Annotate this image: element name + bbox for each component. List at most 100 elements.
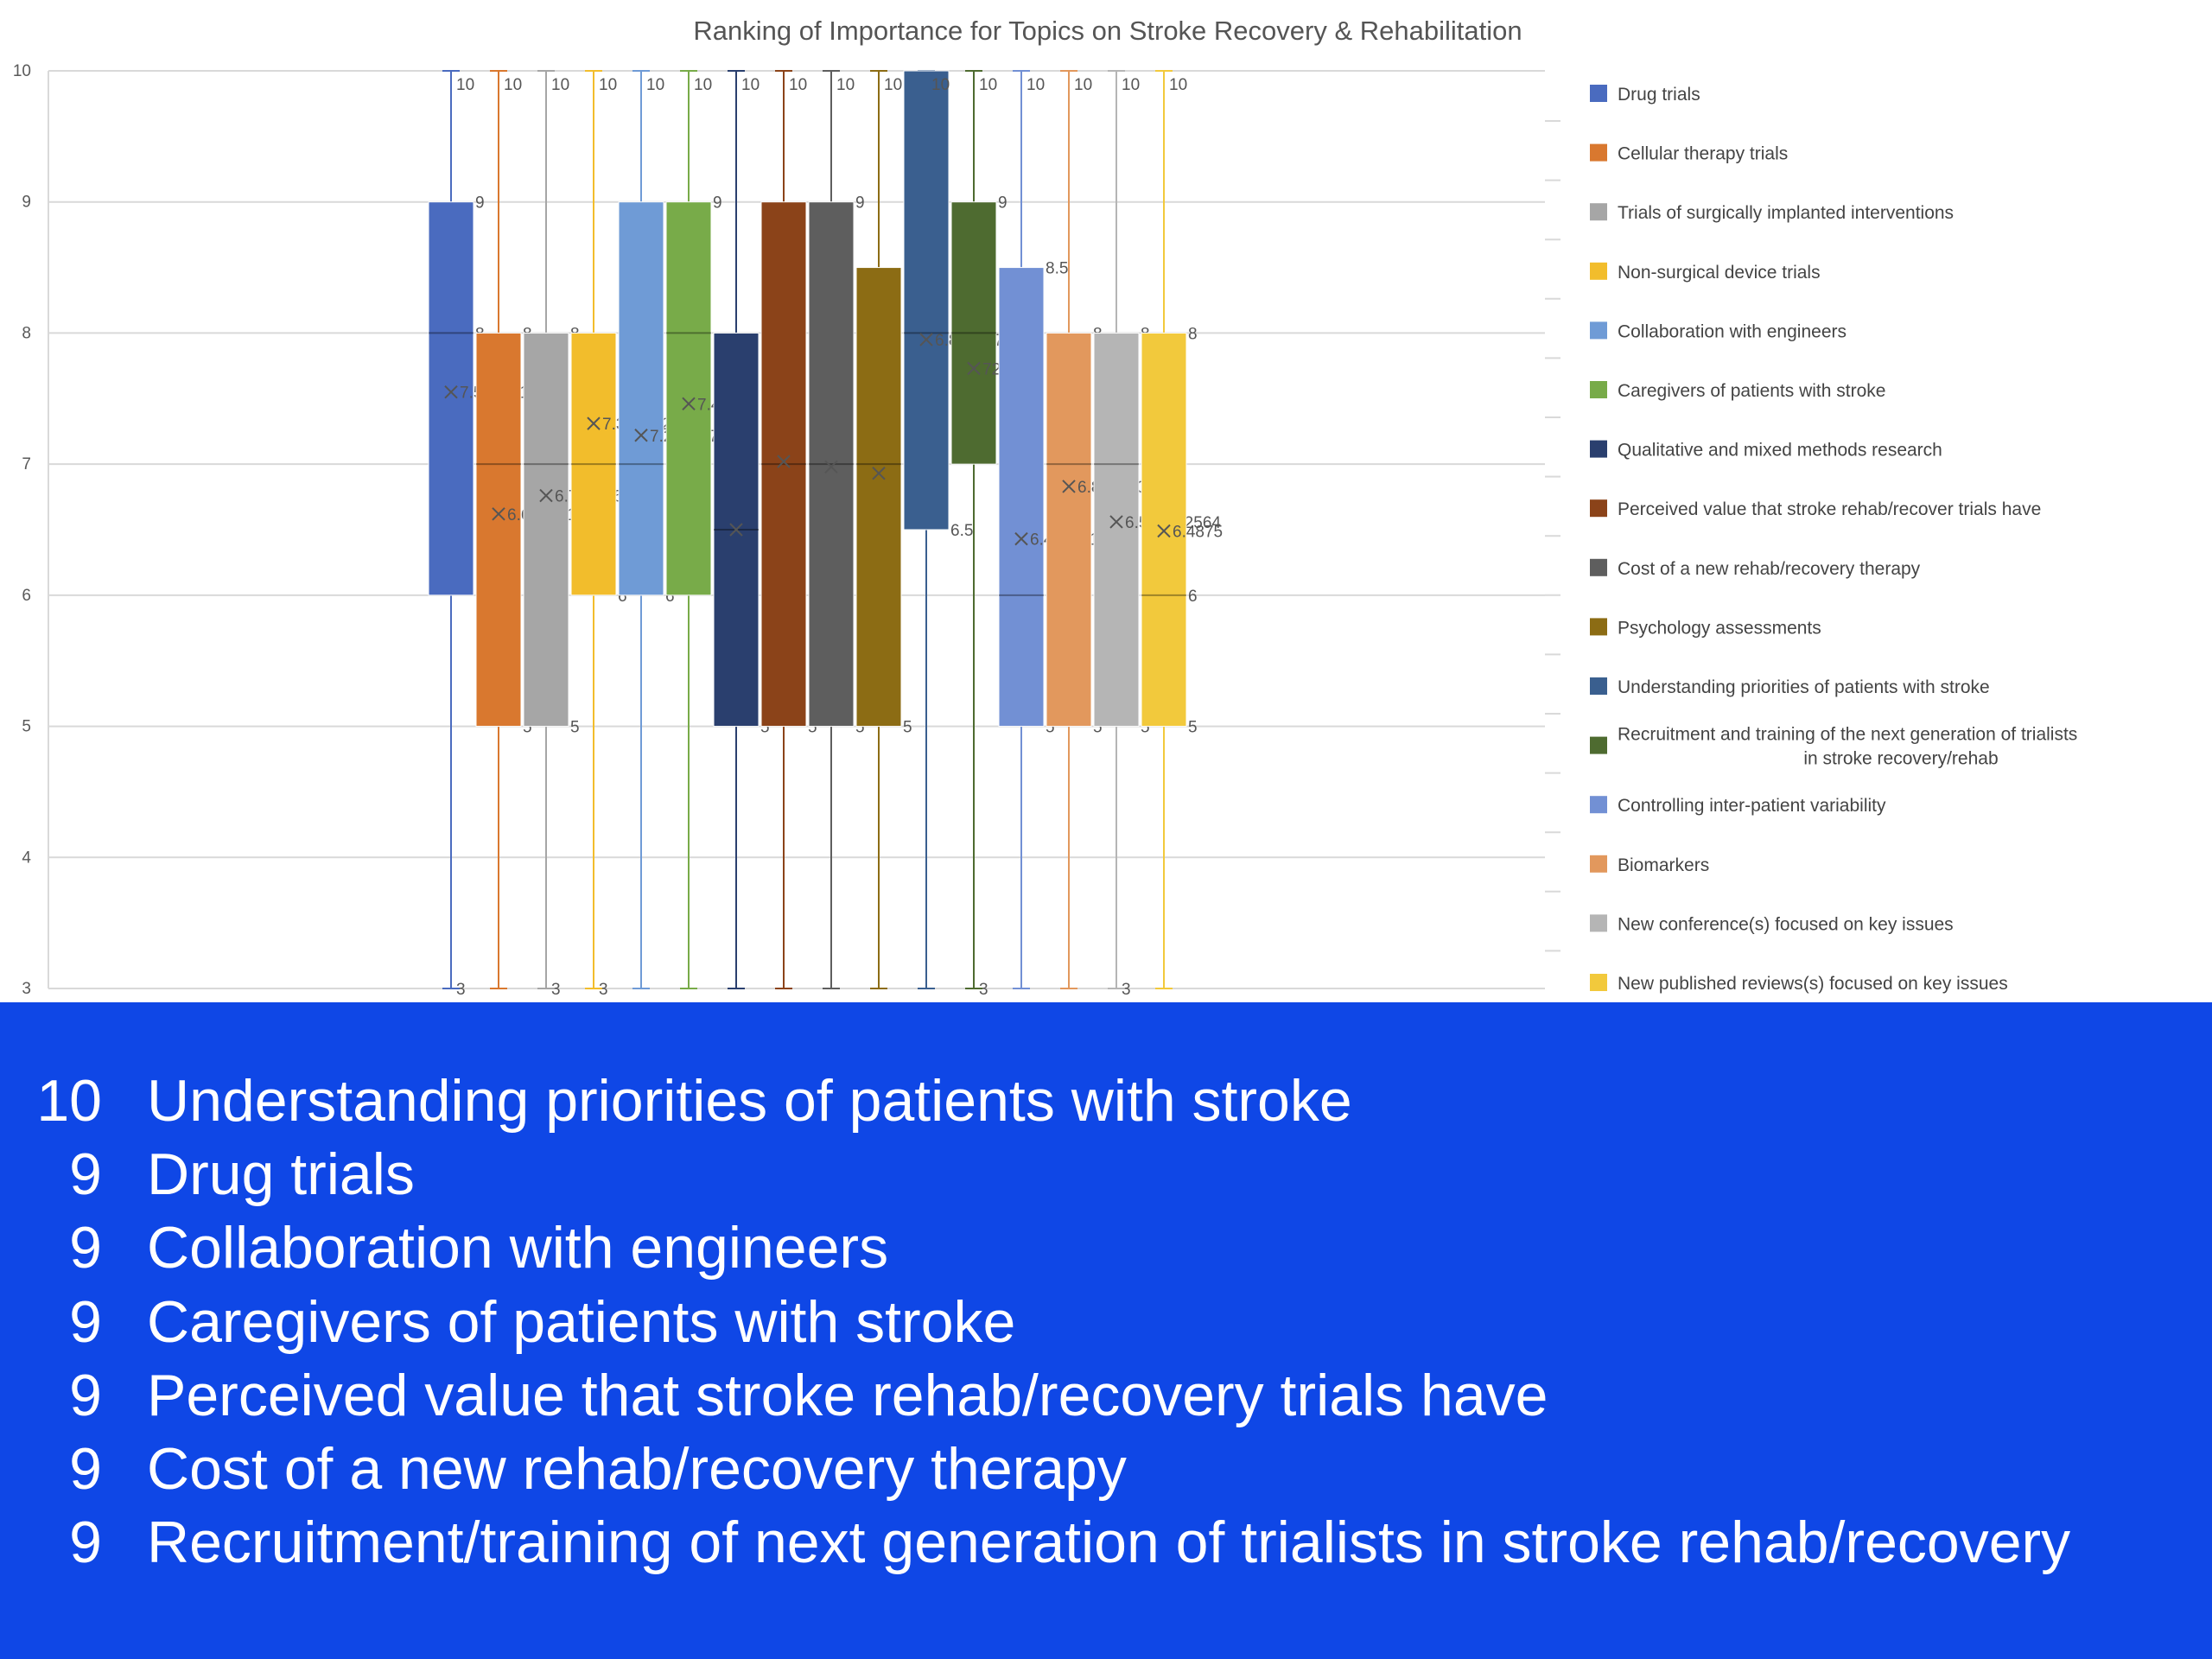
summary-topic: Collaboration with engineers <box>147 1215 889 1281</box>
data-label-q3: 9 <box>713 194 722 213</box>
y-tick-label: 6 <box>22 587 31 605</box>
mean-marker <box>1109 515 1123 529</box>
summary-score: 9 <box>69 1141 102 1207</box>
mean-marker <box>634 429 648 442</box>
legend-swatch <box>1590 736 1607 754</box>
data-label-median: 6 <box>1188 588 1198 606</box>
legend-label: Non-surgical device trials <box>1618 263 1821 283</box>
data-label-max: 10 <box>646 76 664 94</box>
legend-swatch <box>1590 321 1607 340</box>
box <box>855 267 902 728</box>
mean-marker <box>729 523 743 537</box>
summary-topic: Perceived value that stroke rehab/recove… <box>147 1363 1548 1428</box>
data-label-mean: 6.4875 <box>1173 524 1223 542</box>
data-label-q1: 6 <box>665 588 675 606</box>
data-label-q1: 5 <box>855 719 865 737</box>
summary-topic: Cost of a new rehab/recovery therapy <box>147 1436 1127 1502</box>
data-label-q3: 8.5 <box>1046 260 1068 278</box>
mean-marker <box>1157 524 1171 538</box>
data-label-max: 10 <box>1074 76 1092 94</box>
y-tick-label: 7 <box>22 455 31 474</box>
summary-score: 9 <box>69 1289 102 1355</box>
summary-score: 9 <box>69 1363 102 1428</box>
data-label-q3: 8 <box>1188 325 1198 343</box>
legend-swatch <box>1590 558 1607 576</box>
y-tick-label: 9 <box>22 194 31 212</box>
box <box>570 332 617 596</box>
summary-score: 9 <box>69 1436 102 1502</box>
summary-topic: Caregivers of patients with stroke <box>147 1289 1016 1355</box>
data-label-max: 10 <box>504 76 522 94</box>
data-label-min: 3 <box>551 981 561 999</box>
legend-label: New published reviews(s) focused on key … <box>1618 974 2008 994</box>
box <box>760 201 807 728</box>
legend-label: Biomarkers <box>1618 855 1709 875</box>
mean-marker <box>919 333 933 346</box>
data-label-max: 10 <box>931 76 950 94</box>
legend-swatch <box>1590 618 1607 636</box>
data-label-q1: 5 <box>523 719 532 737</box>
data-label-q3: 9 <box>998 194 1007 213</box>
data-label-min: 3 <box>979 981 988 999</box>
legend-label: Psychology assessments <box>1618 618 1821 638</box>
y-tick-label: 4 <box>22 849 31 867</box>
legend-swatch <box>1590 143 1607 162</box>
mean-marker <box>1014 531 1028 546</box>
legend-label: Controlling inter-patient variability <box>1618 796 1886 816</box>
box <box>1141 332 1187 728</box>
data-label-q1: 5 <box>1188 719 1198 737</box>
y-tick-label: 8 <box>22 324 31 342</box>
data-label-q3: 9 <box>475 194 485 213</box>
data-label-max: 10 <box>741 76 760 94</box>
data-label-max: 10 <box>456 76 474 94</box>
data-label-q1: 5 <box>1141 719 1150 737</box>
mean-marker <box>444 385 458 399</box>
legend-label: Cost of a new rehab/recovery therapy <box>1618 559 1921 579</box>
legend-label: Cellular therapy trials <box>1618 144 1788 164</box>
boxplot-chart: Ranking of Importance for Topics on Stro… <box>13 16 2077 999</box>
data-label-q1: 5 <box>903 719 912 737</box>
summary-score: 9 <box>69 1215 102 1281</box>
legend-label: Caregivers of patients with stroke <box>1618 381 1885 401</box>
legend-label: Trials of surgically implanted intervent… <box>1618 203 1954 223</box>
summary-score: 9 <box>69 1510 102 1575</box>
data-label-max: 10 <box>694 76 712 94</box>
legend-swatch <box>1590 499 1607 518</box>
data-label-q1: 5 <box>1093 719 1103 737</box>
legend-swatch <box>1590 914 1607 932</box>
y-tick-label: 3 <box>22 980 31 998</box>
legend-label: Recruitment and training of the next gen… <box>1618 725 2077 745</box>
data-label-max: 10 <box>551 76 569 94</box>
legend-swatch <box>1590 440 1607 458</box>
mean-marker <box>777 454 791 468</box>
data-label-q1: 5 <box>808 719 817 737</box>
box <box>1046 332 1092 728</box>
summary-topic: Understanding priorities of patients wit… <box>147 1068 1352 1134</box>
summary-score: 10 <box>36 1068 102 1134</box>
data-label-min: 3 <box>1122 981 1131 999</box>
legend-swatch <box>1590 203 1607 221</box>
box <box>618 201 664 596</box>
legend-label: Qualitative and mixed methods research <box>1618 441 1942 461</box>
data-label-q1: 5 <box>760 719 770 737</box>
box <box>665 201 712 596</box>
y-tick-label: 5 <box>22 718 31 736</box>
legend-swatch <box>1590 262 1607 280</box>
legend-label: Drug trials <box>1618 85 1700 105</box>
data-label-q1: 5 <box>570 719 580 737</box>
mean-marker <box>539 488 553 503</box>
mean-marker <box>682 397 696 411</box>
data-label-max: 10 <box>836 76 855 94</box>
box <box>475 332 522 728</box>
mean-marker <box>1062 480 1076 493</box>
data-label-max: 10 <box>1122 76 1140 94</box>
data-label-max: 10 <box>599 76 617 94</box>
legend-swatch <box>1590 85 1607 102</box>
legend-label: New conference(s) focused on key issues <box>1618 914 1954 934</box>
data-label-q1: 6 <box>618 588 627 606</box>
chart-area: Ranking of Importance for Topics on Stro… <box>12 16 2078 999</box>
legend-swatch <box>1590 796 1607 814</box>
legend-label-continued: in stroke recovery/rehab <box>1803 749 1998 769</box>
legend-label: Collaboration with engineers <box>1618 321 1847 341</box>
mean-marker <box>967 361 981 376</box>
